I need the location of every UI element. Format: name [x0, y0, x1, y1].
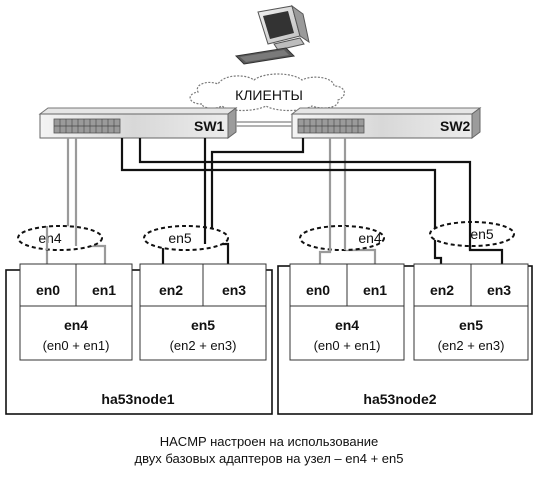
node2-en5-ellipse: en5	[429, 221, 515, 247]
node1-server: en0 en1 en4 (en0 + en1) en2 en3 en5 (en2…	[5, 263, 273, 415]
node1-en5-label: en5	[191, 317, 215, 333]
cables-over-ellipses	[45, 222, 472, 252]
node1-en2-adapter	[139, 263, 204, 307]
sw2-port-block	[297, 118, 365, 134]
node1-en4-ellipse: en4	[17, 225, 103, 251]
node2-server: en0 en1 en4 (en0 + en1) en2 en3 en5 (en2…	[277, 263, 533, 415]
node2-en0-adapter	[289, 263, 348, 307]
node1-en4-label: en4	[64, 317, 88, 333]
node1-en3-label: en3	[222, 282, 246, 298]
node1-en5-ellipse: en5	[143, 225, 229, 251]
node2-name: ha53node2	[363, 391, 436, 407]
node1-en1-adapter	[75, 263, 133, 307]
node1-en0-label: en0	[36, 282, 60, 298]
switch-sw2: SW2	[290, 107, 482, 139]
node1-en2-label: en2	[159, 282, 183, 298]
node2-en4-ellipse-label: en4	[358, 230, 382, 246]
node1-en0-adapter	[19, 263, 77, 307]
node2-en3-adapter	[470, 263, 529, 307]
en5-black-cables	[120, 138, 504, 272]
node2-en5-label: en5	[459, 317, 483, 333]
node2-en5-ellipse-label: en5	[470, 226, 494, 242]
clients-label: КЛИЕНТЫ	[235, 87, 303, 103]
node2-en4-ellipse: en4	[299, 225, 385, 251]
node2-en0-label: en0	[306, 282, 330, 298]
sw1-port-block	[53, 118, 121, 134]
node1-en5-members: (en2 + en3)	[170, 338, 237, 353]
sw1-label: SW1	[194, 118, 225, 134]
node2-en2-label: en2	[430, 282, 454, 298]
node2-en5-members: (en2 + en3)	[438, 338, 505, 353]
inter-switch-link	[236, 121, 292, 127]
node1-en4-ellipse-label: en4	[38, 230, 62, 246]
caption-line-1: HACMP настроен на использование	[159, 434, 379, 449]
node1-en5-ellipse-label: en5	[168, 230, 192, 246]
clients-cloud: КЛИЕНТЫ	[189, 73, 345, 112]
node1-name: ha53node1	[101, 391, 174, 407]
node2-en3-label: en3	[487, 282, 511, 298]
node2-en1-label: en1	[363, 282, 387, 298]
node1-en4-members: (en0 + en1)	[43, 338, 110, 353]
node2-en1-adapter	[346, 263, 405, 307]
client-computer-icon	[234, 4, 310, 65]
switch-sw1: SW1	[38, 107, 238, 139]
node1-en1-label: en1	[92, 282, 116, 298]
caption-line-2: двух базовых адаптеров на узел – en4 + e…	[134, 451, 404, 466]
sw2-label: SW2	[440, 118, 471, 134]
node2-en4-members: (en0 + en1)	[314, 338, 381, 353]
node2-en4-label: en4	[335, 317, 359, 333]
node1-en3-adapter	[202, 263, 267, 307]
